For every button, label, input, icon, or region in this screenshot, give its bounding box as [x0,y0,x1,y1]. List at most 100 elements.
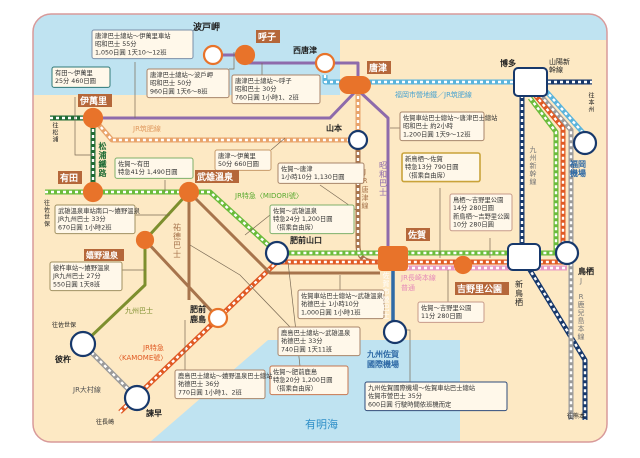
label-sanyo-shinkansen: 山陽新幹線 [549,58,570,75]
info-box-line: 佐賀～唐津 [281,164,313,173]
label-showa-bus: 士 [379,187,387,197]
label-imari-bg [78,94,112,107]
info-box-line: 唐津～伊萬里 [218,151,256,160]
info-box-frame [297,289,385,320]
info-box-line: JR九州巴士 27分 [52,271,101,280]
info-box-frame [114,157,194,179]
info-box-line: 新鳥栖～吉野里公園 [453,211,510,220]
label-nagasaki-2: 普通 [401,283,415,292]
station-yoshinogari [453,255,473,275]
label-saga-city-bus: 賀 [383,279,390,288]
info-box-line: 佐賀～武雄溫泉 [273,206,318,215]
station-saga-airport [382,319,408,345]
info-box-line: 昭和巴士 約2小時 [403,121,454,130]
label-saga-city-bus: 巴 [383,304,390,312]
info-box-frame [277,326,361,357]
label-karatsu-bg [367,61,391,74]
info-box-frame [399,111,485,142]
info-box-line: 670日圓 1小時2班 [58,222,112,231]
kamome-north-dash [534,94,565,253]
subway-airport-dash [544,89,586,136]
info-box-line: 佐賀市營巴士 35分 [368,391,423,400]
info-box-line: 彼杵車站～嬉野溫泉 [53,263,110,272]
label-yutoku: 巴 [173,241,181,250]
info-box-line: JR九州巴士 33分 [57,214,106,223]
info-box-line: 有田～伊萬里 [55,68,93,77]
kyushu-shinkansen-dash [520,95,587,420]
label-hadomisaki: 波戸岬 [193,21,220,33]
label-sonogi: 彼杵 [55,354,71,364]
info-box-line: （搭乘自由席） [273,383,317,392]
yutoku-bus [143,192,220,320]
label-to-sasebo-1: 往 [44,199,50,207]
kagoshima-main-line-dash [539,94,573,420]
label-hizenyamaguchi: 肥前山口 [290,235,322,245]
info-box-line: （搭乘自由席） [405,170,449,179]
info-box-line: 新鳥栖～佐賀 [405,154,443,163]
info-box-line: 祐德巴士 1小時10分 [301,299,360,308]
info-box-line: 740日圓 1天11班 [281,344,333,353]
label-takeo: 武雄溫泉 [197,171,234,183]
info-box-frame [277,162,365,184]
info-box-line: 唐津巴士總站～波戶岬 [150,70,213,79]
info-box-line: 佐賀～吉野里公園 [421,303,471,312]
info-box-frame [417,301,485,323]
info-box-frame [54,204,136,235]
info-box-line: 鹿島巴士總站～武雄溫泉 [281,328,351,337]
label-yobuko: 呼子 [258,31,276,43]
label-hizenkashima-2: 鹿島 [190,314,206,324]
showa-bus-imari [93,90,357,120]
info-box-line: 武雄溫泉車站南口～嬉野溫泉 [58,206,141,215]
station-karatsu [339,76,371,94]
info-box-frame [269,204,355,235]
info-box-line: 特急20分 1,200日圓 [273,375,333,384]
label-yutoku: 祐 [173,222,181,232]
label-to-sasebo-2: 往佐世保 [52,321,76,329]
info-box-line: 1,200日圓 1天9～12班 [403,129,471,138]
info-box-line: 550日圓 1天8班 [53,279,101,288]
label-karatsu: 唐津 [369,62,387,74]
info-box-line: 760日圓 1小時1、2班 [235,92,300,101]
label-karatsu-line: JR唐津線 [361,168,369,210]
label-kamome-1: JR特急 [142,343,164,352]
station-arita [82,181,104,203]
station-tosu [554,240,580,266]
label-to-sasebo-1: 佐 [44,206,50,214]
label-yamamoto: 山本 [326,123,342,133]
info-box-line: 特急41分 1,490日圓 [118,167,178,176]
info-box-line: 25分 460日圓 [55,76,96,85]
label-arita-bg [58,171,82,184]
subway-chikuhi-line-dash [323,75,530,84]
kyushu-bus [81,190,191,346]
info-box-frame [269,365,349,396]
info-box-leader [229,52,235,70]
label-nagasaki-1: JR長崎本線 [400,273,436,282]
label-yoshinogari: 吉野里公園 [457,283,502,295]
info-box-line: 960日圓 1天6～8班 [150,86,208,95]
station-sonogi [69,330,97,358]
label-imari: 伊萬里 [79,95,107,107]
info-box-line: 11分 280日圓 [421,311,462,320]
label-saga-airport-2: 國際機場 [367,359,399,369]
label-midori: JR特急〈MIDORI號〉 [234,191,303,200]
label-saga-airport-1: 九州佐賀 [366,349,399,359]
station-yamamoto [347,129,369,151]
info-box-frame [364,381,508,412]
label-shintosu: 新 [515,279,523,289]
label-showa-bus: 巴 [379,179,387,188]
info-box-frame [214,149,272,171]
label-to-matsuura: 往松浦 [51,122,58,143]
info-box-line: 昭和巴士 30分 [235,84,277,93]
label-kagoshima: 島 [578,316,585,325]
showa-bus-saga [358,90,390,258]
station-hizenyamaguchi [264,240,290,266]
label-nishikaratsu: 西唐津 [293,45,317,55]
